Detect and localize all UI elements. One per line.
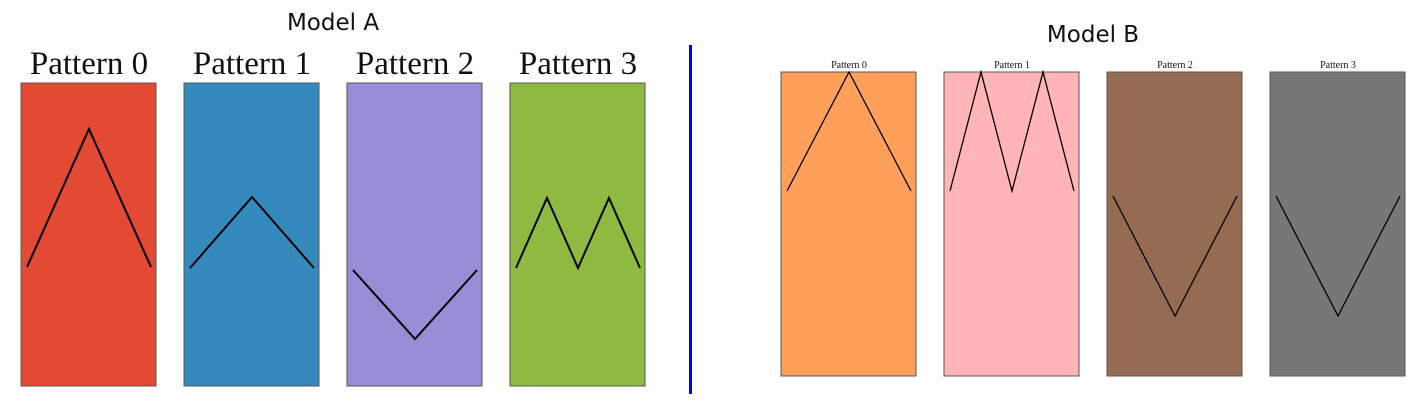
model-b-panel-3 <box>1269 71 1406 377</box>
model-divider <box>689 45 692 394</box>
model-b-pattern-1-label: Pattern 1 <box>994 60 1030 71</box>
model-a-panel-2 <box>346 82 483 387</box>
model-a-pattern-1-label: Pattern 1 <box>192 46 312 82</box>
model-a-panel-3 <box>509 82 646 387</box>
model-a-panel-2-box <box>346 82 483 387</box>
model-b-pattern-0-label: Pattern 0 <box>831 60 867 71</box>
model-b-panel-1 <box>943 69 1080 377</box>
model-a-panel-0-line <box>26 126 152 268</box>
model-b-pattern-2-label: Pattern 2 <box>1157 60 1193 71</box>
model-b-panel-3-box <box>1269 71 1406 377</box>
model-a-pattern-3-label: Pattern 3 <box>518 46 638 82</box>
model-a-panel-1-box <box>183 82 320 387</box>
model-b-panel-2 <box>1106 71 1243 377</box>
model-a-panel-0 <box>20 82 157 387</box>
model-a-panel-2-line <box>352 269 478 341</box>
model-a-panel-1 <box>183 82 320 387</box>
model-a-panel-3-line <box>515 195 641 271</box>
model-a-pattern-2-label: Pattern 2 <box>355 46 475 82</box>
model-a-pattern-0-label: Pattern 0 <box>29 46 149 82</box>
model-b-panel-1-box <box>943 71 1080 377</box>
model-b-panel-1-line <box>949 69 1075 194</box>
model-b-panel-0 <box>780 70 917 377</box>
model-b-panel-2-box <box>1106 71 1243 377</box>
model-b-panel-0-line <box>786 70 912 192</box>
model-b-pattern-3-label: Pattern 3 <box>1320 60 1356 71</box>
model-b-title: Model B <box>1046 22 1140 48</box>
model-a-panel-0-box <box>20 82 157 387</box>
model-a-panel-1-line <box>189 195 315 269</box>
model-b-panel-0-box <box>780 71 917 377</box>
model-a-title: Model A <box>286 10 380 36</box>
model-a-panel-3-box <box>509 82 646 387</box>
model-b-panel-2-line <box>1112 195 1238 318</box>
model-b-panel-3-line <box>1275 195 1401 318</box>
